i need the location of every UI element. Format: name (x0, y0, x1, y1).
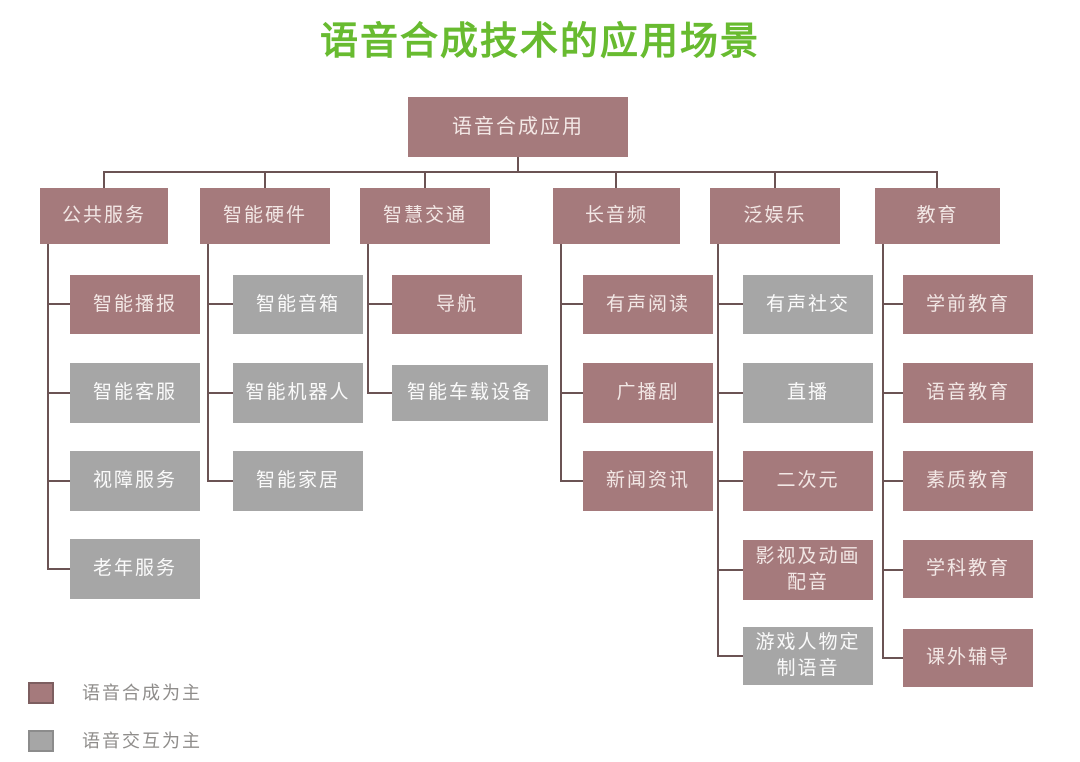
connector (207, 392, 233, 394)
connector (615, 171, 617, 188)
connector (882, 303, 903, 305)
connector (882, 244, 884, 659)
node-game-character-voice: 游戏人物定制语音 (743, 627, 873, 685)
node-smart-customer-service: 智能客服 (70, 363, 200, 423)
connector (47, 392, 70, 394)
connector (882, 569, 903, 571)
connector (207, 244, 209, 482)
connector (47, 303, 70, 305)
connector (103, 171, 938, 173)
node-subject-education: 学科教育 (903, 540, 1033, 598)
connector (367, 244, 369, 394)
connector (717, 303, 743, 305)
node-smart-speaker: 智能音箱 (233, 275, 363, 334)
connector (47, 568, 70, 570)
connector (717, 655, 743, 657)
connector (560, 392, 583, 394)
legend-swatch-interaction (28, 730, 54, 752)
node-public-services: 公共服务 (40, 188, 168, 244)
node-acg-2d: 二次元 (743, 451, 873, 511)
node-pan-entertainment: 泛娱乐 (710, 188, 840, 244)
connector (264, 171, 266, 188)
node-live-streaming: 直播 (743, 363, 873, 423)
connector (367, 303, 392, 305)
node-audiobook-reading: 有声阅读 (583, 275, 713, 334)
node-navigation: 导航 (392, 275, 522, 334)
node-after-school-tutoring: 课外辅导 (903, 629, 1033, 687)
legend-label-synthesis: 语音合成为主 (82, 683, 202, 703)
connector (882, 657, 903, 659)
connector (47, 244, 49, 570)
connector (936, 171, 938, 188)
connector (717, 244, 719, 657)
connector (207, 480, 233, 482)
node-smart-home: 智能家居 (233, 451, 363, 511)
node-news-info: 新闻资讯 (583, 451, 713, 511)
node-education: 教育 (875, 188, 1000, 244)
node-speech-synthesis-applications: 语音合成应用 (408, 97, 628, 157)
node-preschool-education: 学前教育 (903, 275, 1033, 334)
connector (560, 244, 562, 482)
node-film-animation-dubbing: 影视及动画配音 (743, 540, 873, 600)
connector (774, 171, 776, 188)
node-audio-social: 有声社交 (743, 275, 873, 334)
node-quality-education: 素质教育 (903, 451, 1033, 511)
node-smart-broadcast: 智能播报 (70, 275, 200, 334)
connector (47, 480, 70, 482)
connector (882, 480, 903, 482)
node-smart-vehicle-device: 智能车载设备 (392, 365, 548, 421)
connector (560, 303, 583, 305)
connector (560, 480, 583, 482)
node-long-audio: 长音频 (553, 188, 680, 244)
node-smart-hardware: 智能硬件 (200, 188, 330, 244)
connector (717, 392, 743, 394)
connector (717, 569, 743, 571)
node-smart-robot: 智能机器人 (233, 363, 363, 423)
node-elderly-service: 老年服务 (70, 539, 200, 599)
connector (517, 157, 519, 172)
node-visually-impaired-service: 视障服务 (70, 451, 200, 511)
connector (882, 392, 903, 394)
node-smart-transport: 智慧交通 (360, 188, 490, 244)
connector (103, 171, 105, 188)
connector (207, 303, 233, 305)
page-title: 语音合成技术的应用场景 (319, 21, 760, 63)
connector (367, 392, 392, 394)
legend-label-interaction: 语音交互为主 (82, 731, 202, 751)
legend-swatch-synthesis (28, 682, 54, 704)
node-speech-education: 语音教育 (903, 363, 1033, 423)
connector (717, 480, 743, 482)
node-radio-drama: 广播剧 (583, 363, 713, 423)
connector (424, 171, 426, 188)
